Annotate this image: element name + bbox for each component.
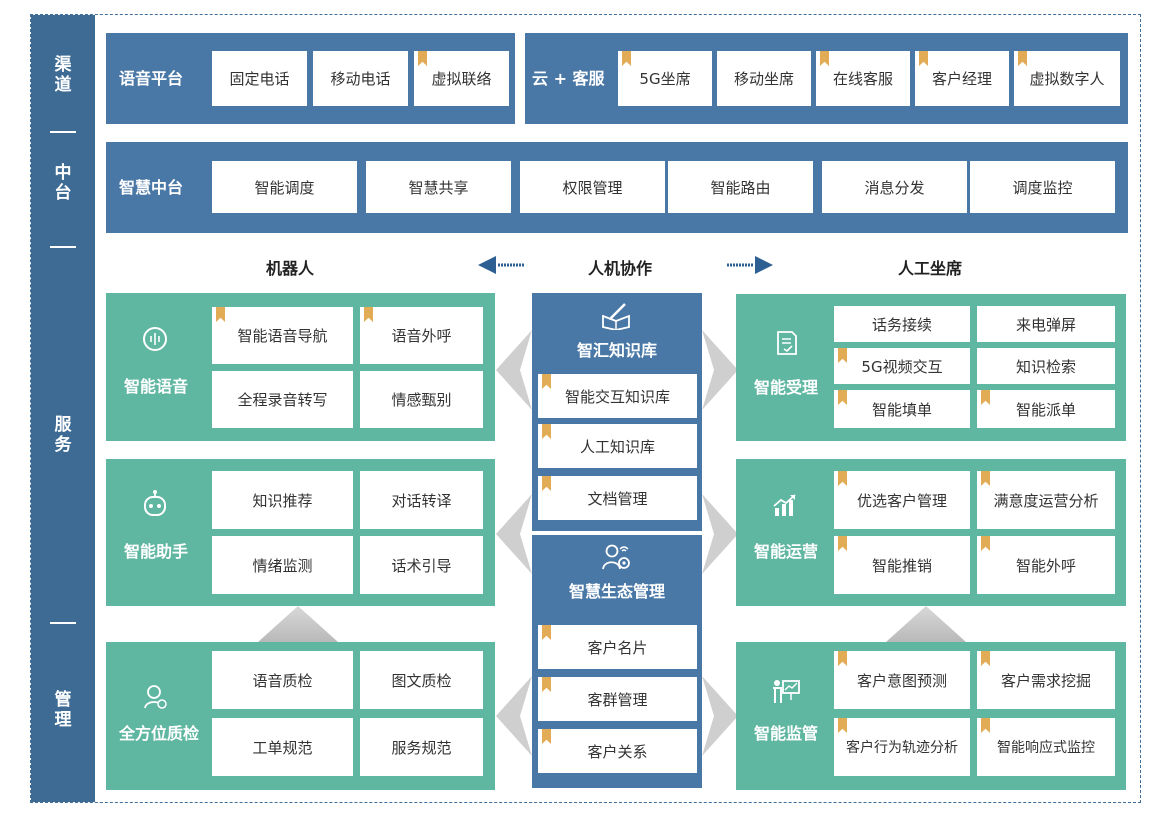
human-item: 优选客户管理: [834, 471, 970, 529]
channel-item: 移动坐席: [717, 51, 811, 106]
channel-item: 虚拟联络: [414, 51, 509, 106]
eco-item: 客户关系: [538, 729, 697, 773]
document-check-icon: [777, 331, 797, 355]
collab-heading: 人机协作: [587, 259, 652, 278]
knowledge-item: 人工知识库: [538, 424, 697, 468]
human-item: 客户需求挖掘: [977, 651, 1115, 709]
middle-item: 智能路由: [668, 161, 813, 213]
chevron-right-connector: [702, 330, 738, 410]
sidebar: [31, 15, 95, 802]
robot-item: 话术引导: [360, 536, 483, 594]
human-item: 话务接续: [834, 306, 970, 342]
robot-item: 语音质检: [212, 651, 353, 709]
channel-item: 客户经理: [915, 51, 1009, 106]
knowledge-base-title: 智汇知识库: [576, 341, 657, 360]
human-item: 智能填单: [834, 390, 970, 428]
sidebar-divider: [50, 246, 76, 248]
channel-item: 虚拟数字人: [1014, 51, 1120, 106]
robot-item: 情感甄别: [360, 371, 483, 428]
voice-platform-title: 语音平台: [119, 69, 184, 88]
book-pen-icon: [602, 303, 630, 330]
presenter-board-icon: [773, 680, 800, 703]
middle-item: 调度监控: [970, 161, 1115, 213]
up-triangle-connector: [258, 606, 338, 642]
human-item: 满意度运营分析: [977, 471, 1115, 529]
channel-item: 固定电话: [212, 51, 307, 106]
chevron-right-connector: [702, 676, 738, 756]
up-triangle-connector: [886, 606, 966, 642]
smart-monitor-title: 智能监管: [753, 724, 818, 743]
middle-item: 消息分发: [822, 161, 967, 213]
chevron-right-connector: [702, 494, 738, 574]
human-item: 智能外呼: [977, 536, 1115, 594]
outer-dashed-frame: [30, 14, 1141, 803]
channel-item: 5G坐席: [618, 51, 712, 106]
human-item: 客户意图预测: [834, 651, 970, 709]
smart-middle-title: 智慧中台: [119, 178, 184, 197]
eco-management-title: 智慧生态管理: [568, 582, 665, 601]
user-check-icon: [144, 685, 167, 709]
smart-accept-title: 智能受理: [753, 378, 818, 397]
sidebar-label-middle: 中 台: [54, 163, 72, 203]
human-item: 客户行为轨迹分析: [834, 718, 970, 776]
chevron-left-connector: [496, 494, 532, 574]
robot-item: 智能语音导航: [212, 307, 353, 364]
middle-item: 智慧共享: [366, 161, 511, 213]
eco-item: 客群管理: [538, 677, 697, 721]
chevron-left-connector: [496, 676, 532, 756]
knowledge-item: 文档管理: [538, 476, 697, 520]
sidebar-divider: [50, 131, 76, 133]
channel-item: 在线客服: [816, 51, 910, 106]
smart-voice-title: 智能语音: [123, 377, 188, 396]
human-item: 智能响应式监控: [977, 718, 1115, 776]
middle-item: 智能调度: [212, 161, 357, 213]
middle-item: 权限管理: [520, 161, 665, 213]
human-heading: 人工坐席: [897, 259, 962, 278]
smart-assistant-title: 智能助手: [123, 542, 188, 561]
robot-item: 服务规范: [360, 718, 483, 776]
human-item: 知识检索: [977, 348, 1115, 384]
arrow-left-icon: [478, 256, 524, 274]
knowledge-item: 智能交互知识库: [538, 374, 697, 418]
arrow-right-icon: [727, 256, 773, 274]
smart-ops-title: 智能运营: [753, 542, 818, 561]
robot-item: 知识推荐: [212, 471, 353, 529]
sidebar-divider: [50, 622, 76, 624]
robot-heading: 机器人: [265, 259, 314, 278]
sidebar-label-channel: 渠 道: [54, 55, 72, 95]
robot-item: 图文质检: [360, 651, 483, 709]
sidebar-label-service: 服 务: [54, 415, 72, 455]
human-item: 智能推销: [834, 536, 970, 594]
robot-item: 工单规范: [212, 718, 353, 776]
sidebar-label-manage: 管 理: [54, 690, 72, 730]
robot-icon: [144, 490, 166, 516]
human-item: 5G视频交互: [834, 348, 970, 384]
human-item: 来电弹屏: [977, 306, 1115, 342]
cloud-service-title: 云 + 客服: [532, 69, 605, 88]
robot-item: 对话转译: [360, 471, 483, 529]
robot-item: 全程录音转写: [212, 371, 353, 428]
eco-item: 客户名片: [538, 625, 697, 669]
voice-wave-icon: [143, 327, 167, 351]
robot-item: 情绪监测: [212, 536, 353, 594]
chevron-left-connector: [496, 330, 532, 410]
robot-item: 语音外呼: [360, 307, 483, 364]
channel-item: 移动电话: [313, 51, 408, 106]
bar-chart-icon: [773, 494, 796, 516]
human-item: 智能派单: [977, 390, 1115, 428]
quality-check-title: 全方位质检: [118, 724, 199, 743]
user-gear-icon: [602, 544, 630, 570]
